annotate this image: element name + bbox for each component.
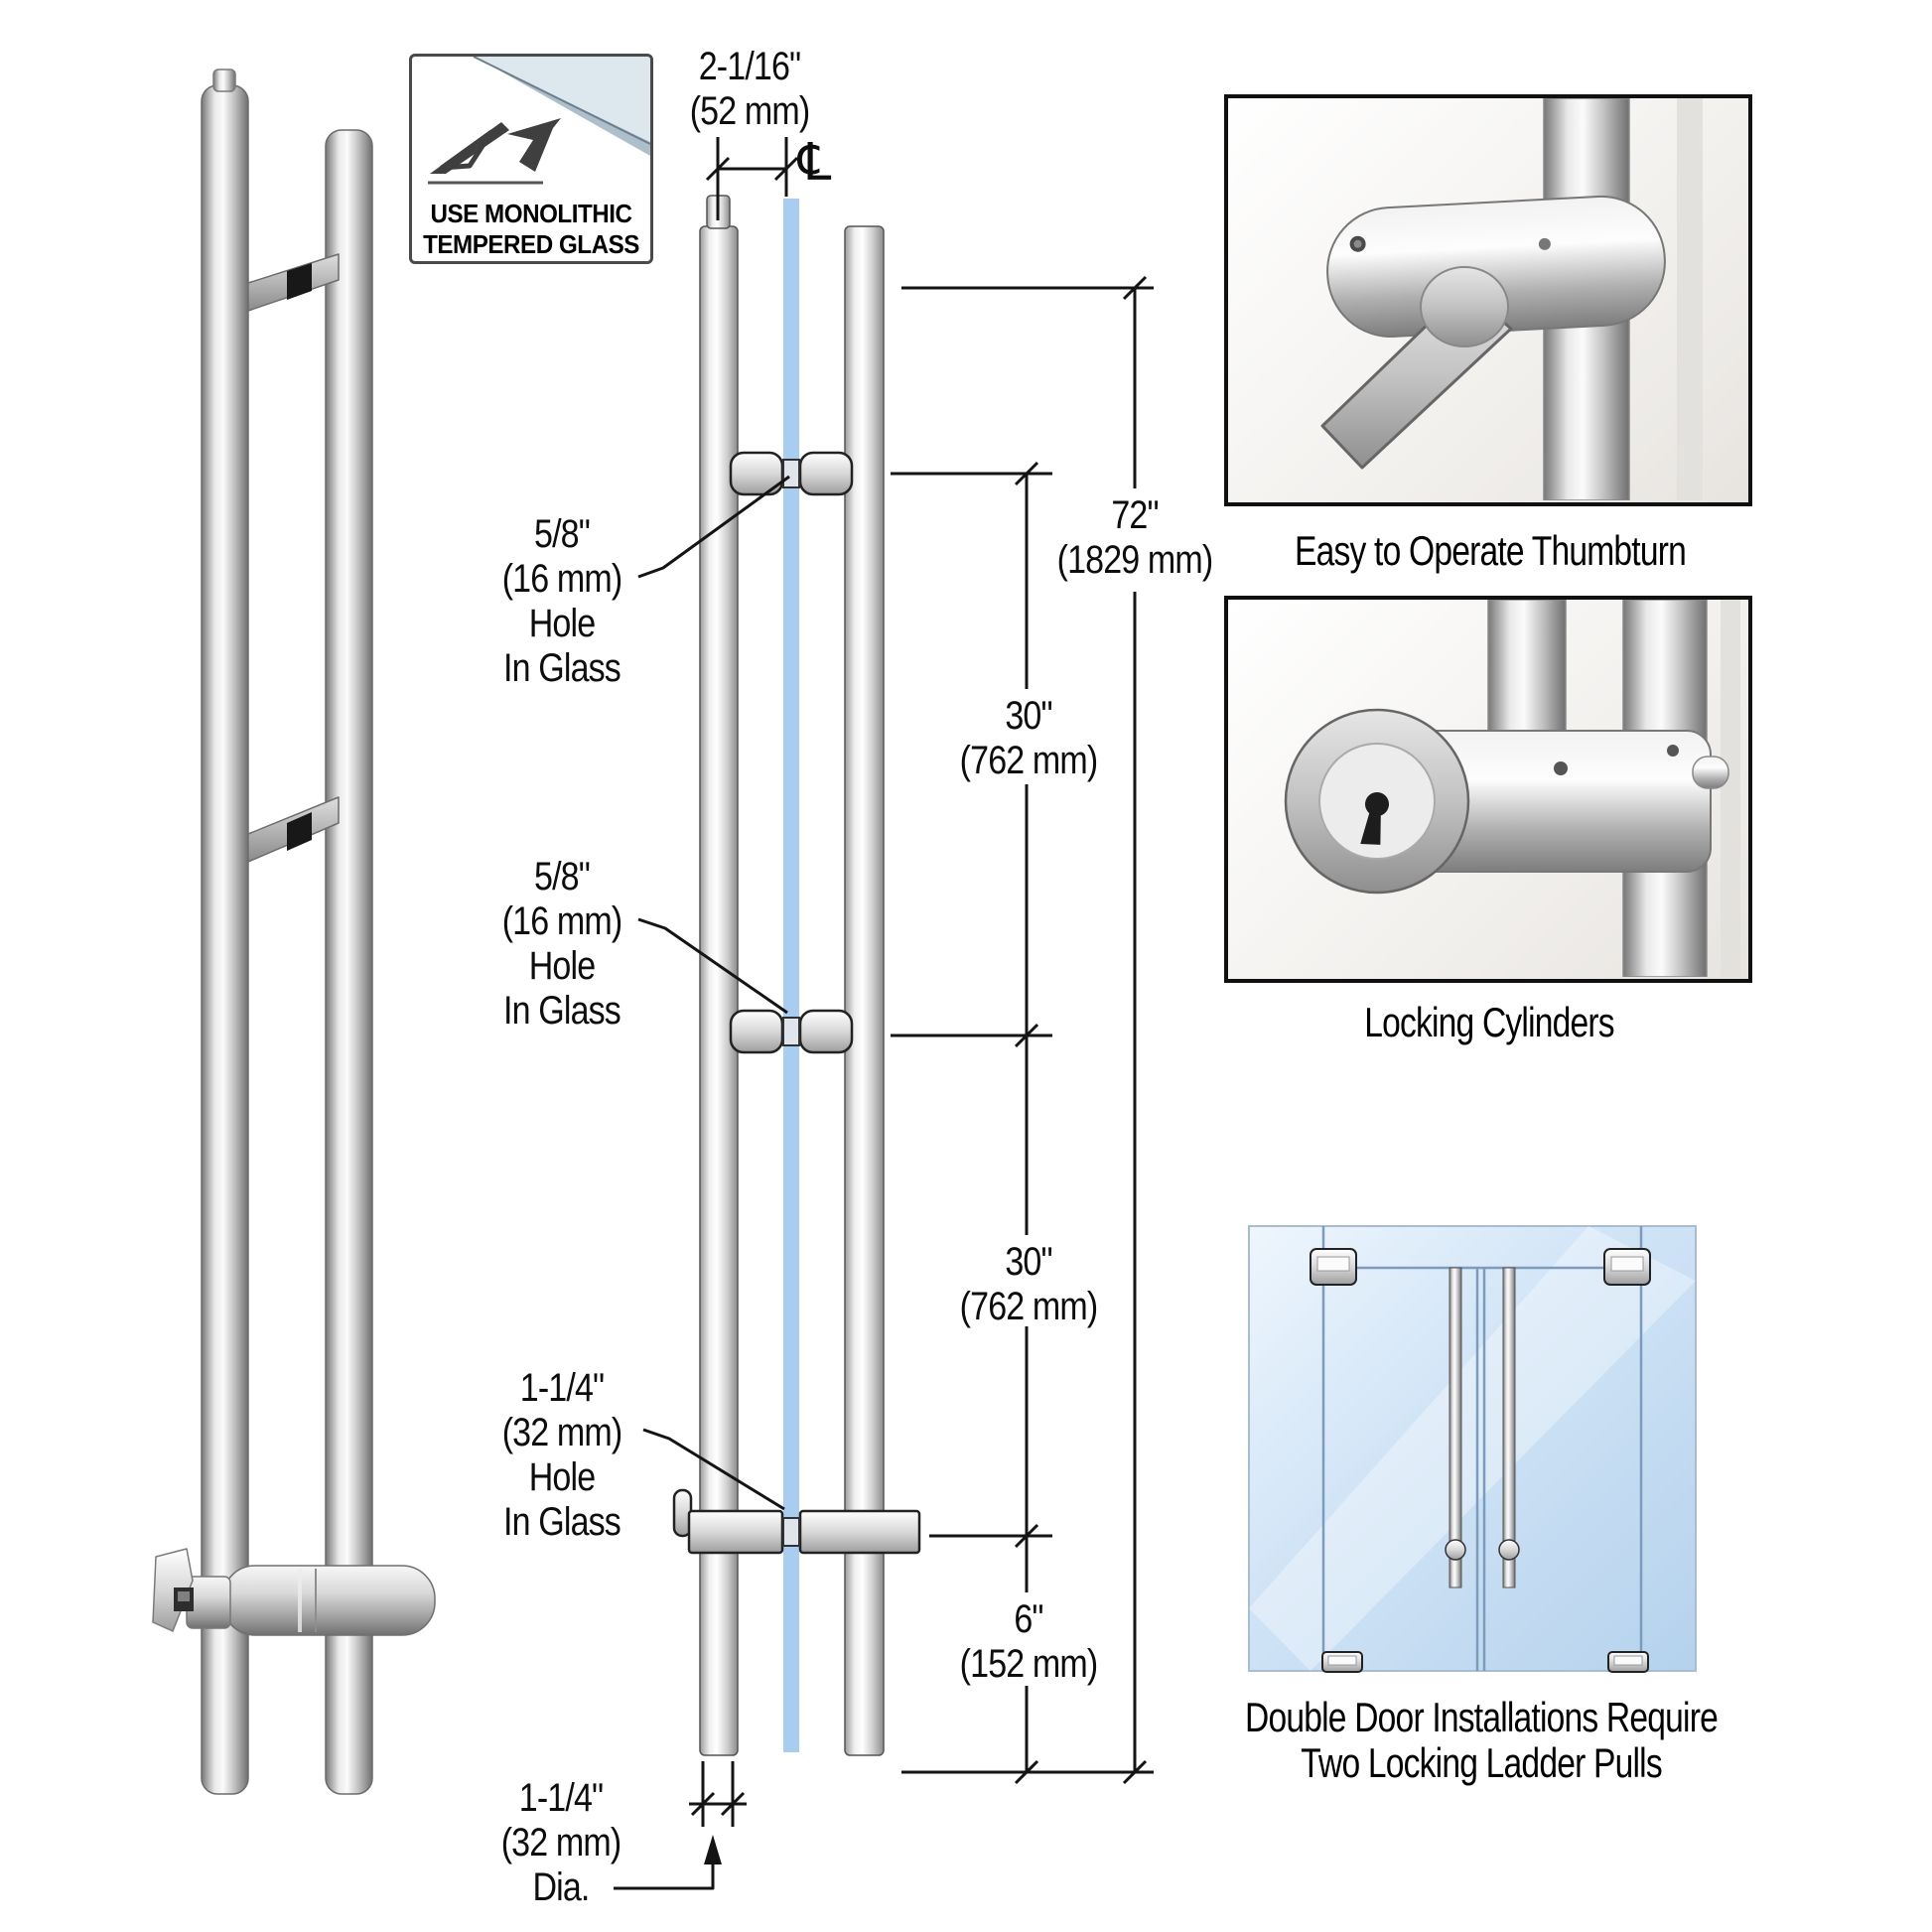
hole-lower-word1: Hole	[528, 1455, 596, 1499]
inset2-pin	[1692, 756, 1729, 789]
diameter-size: 1-1/4"	[518, 1776, 604, 1820]
door-glass-sheen	[1249, 1226, 1696, 1671]
inset2-glass-edge	[1721, 600, 1740, 977]
inset1-lever-hub	[1420, 266, 1509, 347]
door-ladder-pulls	[1445, 1267, 1520, 1588]
double-door-figure	[1248, 1225, 1697, 1673]
leader-lines	[614, 475, 790, 1890]
cylinders-inset	[1224, 596, 1752, 983]
badge-glyph-tri	[439, 129, 494, 171]
badge-line1: USE MONOLITHIC	[430, 199, 632, 228]
inset2-screw1	[1554, 761, 1568, 775]
drawing-right-tube	[844, 225, 885, 1756]
thumbturn-caption: Easy to Operate Thumbturn	[1295, 527, 1687, 574]
lower-span-in: 30"	[1005, 1240, 1052, 1284]
hole-upper-size: 5/8"	[534, 512, 591, 556]
photo-tube-cap	[212, 69, 236, 92]
door-patch-fittings-bottom	[1321, 1651, 1649, 1673]
door-division-lines	[1321, 1226, 1643, 1671]
hole-middle-word2: In Glass	[503, 989, 621, 1033]
keyhole	[1360, 792, 1389, 845]
upper-span-label: 30" (762 mm)	[936, 694, 1122, 783]
lock-assembly	[672, 1488, 921, 1555]
double-door-caption: Double Door Installations Require Two Lo…	[1243, 1695, 1720, 1786]
cylinders-photo	[1284, 599, 1740, 978]
cylinders-caption: Locking Cylinders	[1364, 999, 1614, 1045]
lower-span-mm: (762 mm)	[959, 1285, 1099, 1328]
upper-span-mm: (762 mm)	[959, 739, 1099, 782]
glass-clamp-upper	[729, 451, 854, 496]
hole-upper-word1: Hole	[528, 602, 596, 645]
top-width-mm: (52 mm)	[689, 89, 810, 133]
inset2-screw2	[1667, 745, 1679, 757]
door-patch-fittings-top	[1310, 1248, 1651, 1286]
hole-lower-word2: In Glass	[503, 1500, 621, 1544]
thumbturn-inset	[1224, 94, 1752, 506]
glass-clamp-middle	[729, 1009, 854, 1054]
overall-height-label: 72" (1829 mm)	[1042, 493, 1228, 583]
photo-arm-clamp-upper	[287, 263, 312, 300]
badge-line2: TEMPERED GLASS	[423, 229, 639, 259]
badge-text: USE MONOLITHIC TEMPERED GLASS	[420, 199, 641, 260]
hole-middle-size: 5/8"	[534, 855, 591, 898]
overall-in: 72"	[1111, 493, 1159, 537]
centerline-symbol: ℄	[798, 134, 832, 192]
hole-label-lower: 1-1/4" (32 mm) Hole In Glass	[470, 1366, 655, 1545]
top-width-in: 2-1/16"	[698, 45, 801, 88]
lower-span-label: 30" (762 mm)	[936, 1240, 1122, 1329]
dimension-ticks	[690, 156, 1148, 1817]
thumbturn-photo	[1320, 97, 1703, 501]
photo-right-tube	[325, 129, 373, 1795]
hole-lower-size: 1-1/4"	[519, 1366, 605, 1410]
bottom-offset-label: 6" (152 mm)	[936, 1597, 1122, 1687]
photo-arm-clamp-lower	[287, 812, 312, 851]
diameter-mm: (32 mm)	[500, 1821, 621, 1864]
hole-label-upper: 5/8" (16 mm) Hole In Glass	[470, 512, 655, 691]
hole-middle-mm: (16 mm)	[501, 899, 622, 943]
hole-middle-word1: Hole	[528, 944, 596, 988]
badge-glyph-right	[507, 118, 561, 172]
tempered-glass-badge: USE MONOLITHIC TEMPERED GLASS	[409, 54, 653, 264]
top-width-label: 2-1/16" (52 mm)	[657, 45, 843, 134]
diameter-arrowhead	[704, 1835, 722, 1864]
glass-pane-line	[473, 57, 650, 145]
bottom-offset-mm: (152 mm)	[959, 1642, 1099, 1686]
glass-edge-band	[1677, 98, 1703, 500]
diameter-word: Dia.	[532, 1865, 590, 1909]
photo-left-tube	[201, 84, 249, 1795]
double-door-caption-line1: Double Door Installations Require	[1244, 1694, 1719, 1740]
upper-span-in: 30"	[1005, 694, 1052, 738]
hole-upper-mm: (16 mm)	[501, 557, 622, 601]
hole-lower-mm: (32 mm)	[501, 1411, 622, 1454]
dimension-drawing	[614, 137, 1154, 1890]
hole-label-middle: 5/8" (16 mm) Hole In Glass	[470, 855, 655, 1034]
overall-mm: (1829 mm)	[1056, 538, 1214, 582]
diameter-label: 1-1/4" (32 mm) Dia.	[469, 1776, 654, 1910]
photo-keyway-inner	[178, 1591, 190, 1601]
glass-strip	[783, 199, 799, 1752]
double-door-caption-line2: Two Locking Ladder Pulls	[1301, 1739, 1662, 1786]
dimension-lines	[689, 137, 1154, 1827]
product-photo	[152, 69, 436, 1795]
bottom-offset-in: 6"	[1014, 1597, 1043, 1641]
hole-upper-word2: In Glass	[503, 646, 621, 690]
photo-lock-housing	[221, 1565, 436, 1636]
tempered-glass-icon	[428, 57, 650, 185]
